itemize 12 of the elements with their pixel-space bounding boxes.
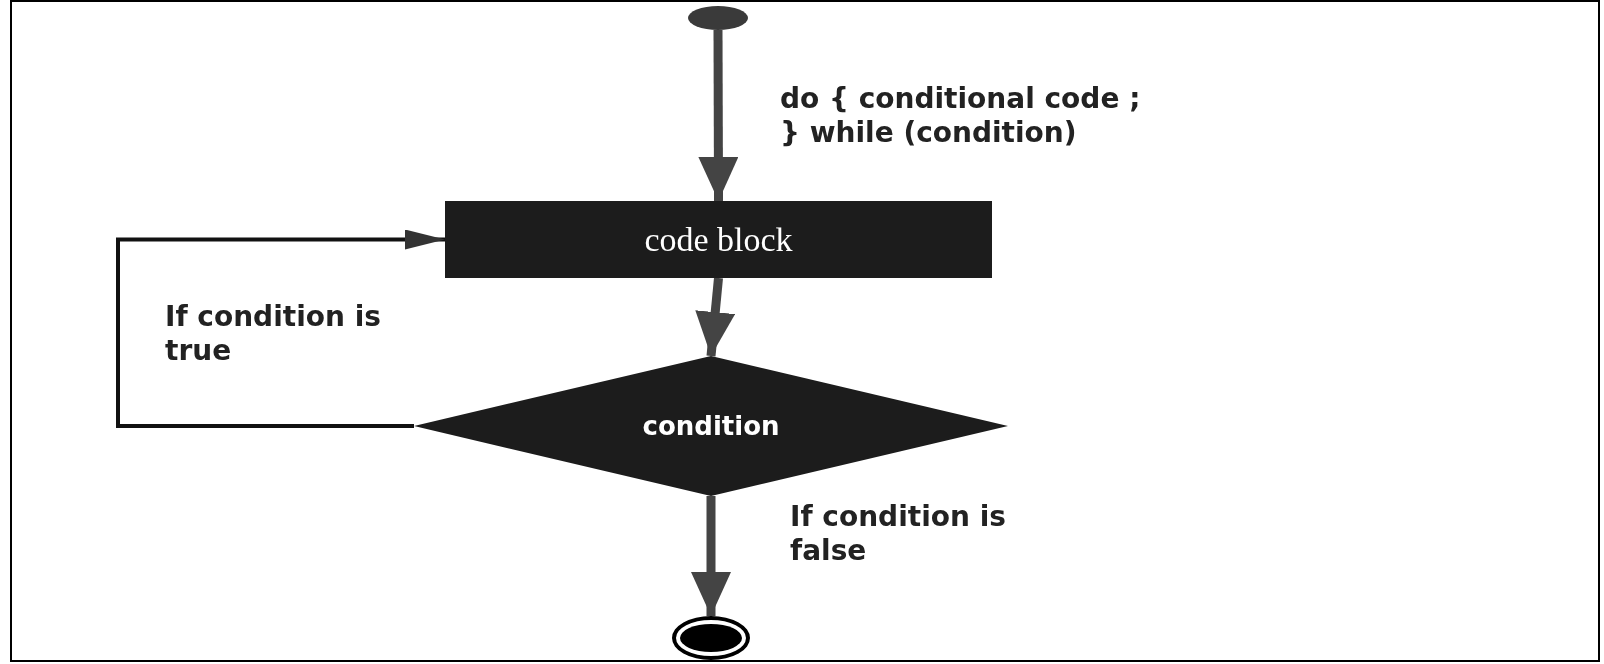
- arrow: [691, 496, 731, 616]
- node-label: code block: [644, 220, 793, 259]
- node-label: condition: [642, 411, 780, 441]
- edge-label: If condition is false: [790, 500, 1007, 568]
- arrow: [695, 277, 736, 357]
- decision-diamond: [414, 356, 1008, 496]
- start-node: [688, 6, 748, 30]
- process-box: [445, 201, 992, 278]
- edge-label: do { conditional code ; } while (condition): [780, 82, 1142, 150]
- arrow: [116, 229, 445, 428]
- edge-label: If condition is true: [165, 300, 382, 368]
- arrow: [698, 30, 739, 201]
